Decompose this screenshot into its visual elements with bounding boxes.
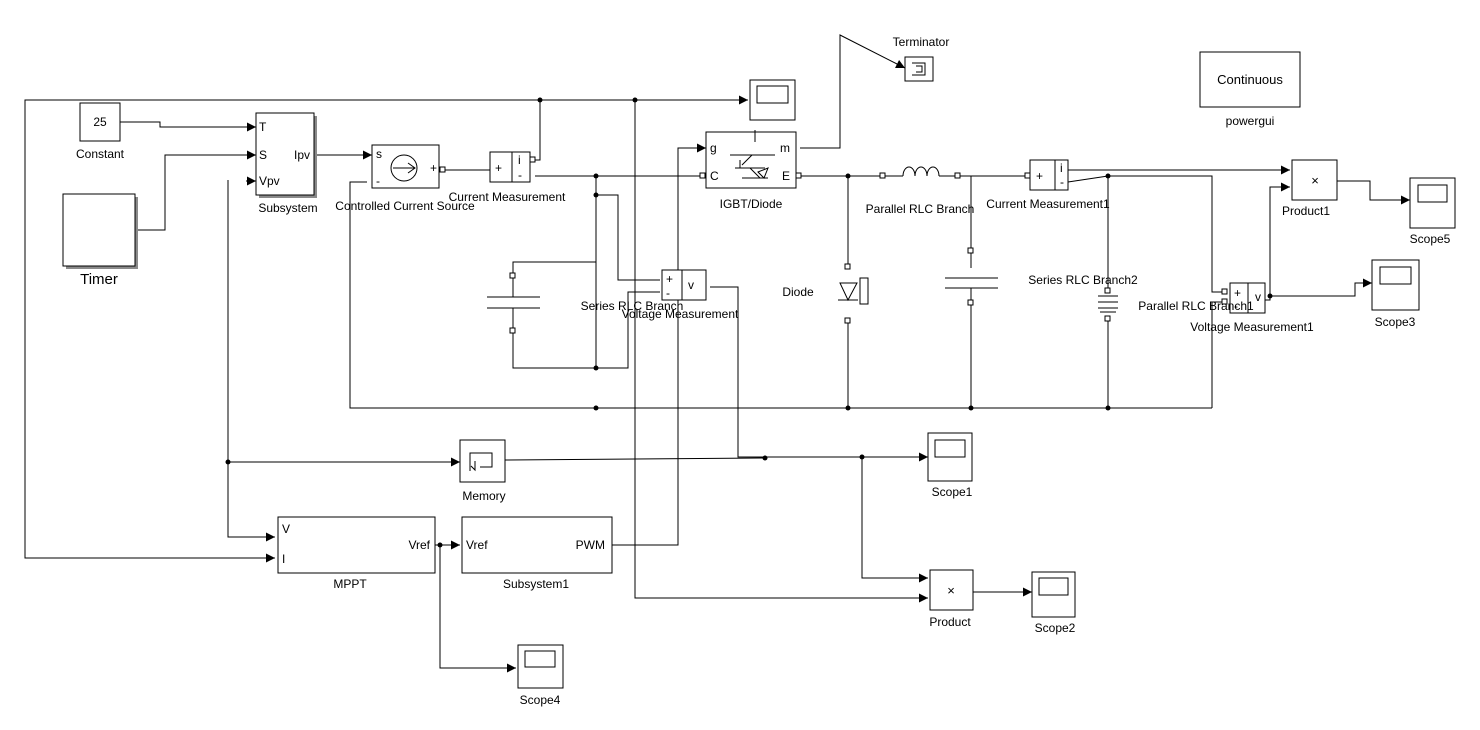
svg-text:T: T — [259, 120, 267, 134]
svg-text:Vpv: Vpv — [259, 174, 280, 188]
scope1-label: Scope1 — [932, 485, 973, 499]
product1-label: Product1 — [1282, 204, 1330, 218]
power-lines — [349, 169, 1225, 409]
voltage-measurement-label: Voltage Measurement — [622, 307, 739, 321]
svg-text:+: + — [666, 272, 673, 286]
scope3-block[interactable] — [1371, 259, 1420, 311]
mppt-block[interactable]: V I Vref — [277, 516, 436, 574]
series-rlc-branch2-block[interactable] — [1098, 287, 1118, 322]
current-measurement1-label: Current Measurement1 — [986, 197, 1110, 211]
scope2-label: Scope2 — [1035, 621, 1076, 635]
svg-text:×: × — [1311, 173, 1319, 188]
diode-label: Diode — [782, 285, 814, 299]
terminator-label: Terminator — [893, 35, 950, 49]
product-label: Product — [929, 615, 971, 629]
constant-block[interactable]: 25 — [79, 102, 121, 142]
series-rlc-branch-block[interactable] — [487, 272, 540, 334]
parallel-rlc-branch-label: Parallel RLC Branch — [866, 202, 975, 216]
scope1-block[interactable] — [927, 432, 973, 482]
svg-text:-: - — [666, 286, 670, 300]
svg-text:Ipv: Ipv — [294, 148, 310, 162]
svg-text:E: E — [782, 169, 790, 183]
voltage-measurement-block[interactable]: + - v — [661, 269, 707, 301]
timer-block[interactable] — [62, 193, 138, 269]
diode-block[interactable] — [838, 263, 869, 324]
voltage-measurement1-block[interactable]: + - v — [1221, 282, 1266, 314]
subsystem1-block[interactable]: Vref PWM — [461, 516, 613, 574]
memory-block[interactable] — [459, 439, 506, 483]
current-measurement-block[interactable]: + i - — [489, 151, 536, 183]
terminator-block[interactable] — [904, 56, 934, 82]
current-measurement1-block[interactable]: + i - — [1024, 159, 1069, 191]
powergui-label: powergui — [1226, 114, 1275, 128]
scope5-label: Scope5 — [1410, 232, 1451, 246]
svg-text:-: - — [1234, 299, 1238, 313]
svg-text:i: i — [518, 153, 521, 167]
svg-text:-: - — [376, 174, 380, 188]
svg-text:m: m — [780, 141, 790, 155]
svg-text:+: + — [1234, 286, 1241, 300]
capacitor-block[interactable] — [945, 247, 998, 306]
subsystem-block[interactable]: T S Vpv Ipv — [255, 112, 317, 198]
controlled-current-source-label: Controlled Current Source — [335, 199, 475, 213]
current-measurement-label: Current Measurement — [449, 190, 566, 204]
parallel-rlc-branch1-label: Parallel RLC Branch1 — [1138, 299, 1254, 313]
scope-top-block[interactable] — [749, 79, 796, 121]
svg-text:+: + — [495, 161, 502, 175]
svg-text:Continuous: Continuous — [1217, 72, 1283, 87]
junction-dots — [225, 97, 1273, 548]
svg-text:+: + — [1036, 169, 1043, 183]
signal-lines — [24, 34, 1410, 673]
igbt-diode-label: IGBT/Diode — [720, 197, 783, 211]
svg-text:25: 25 — [93, 115, 107, 129]
svg-text:-: - — [518, 168, 522, 182]
subsystem-label: Subsystem — [258, 201, 317, 215]
controlled-current-source-block[interactable]: s - + — [371, 144, 446, 189]
svg-text:V: V — [282, 522, 290, 536]
scope4-label: Scope4 — [520, 693, 561, 707]
svg-text:C: C — [710, 169, 719, 183]
svg-text:Vref: Vref — [408, 538, 430, 552]
constant-label: Constant — [76, 147, 125, 161]
svg-text:×: × — [947, 583, 955, 598]
svg-text:PWM: PWM — [576, 538, 605, 552]
scope5-block[interactable] — [1409, 177, 1456, 229]
scope4-block[interactable] — [517, 644, 564, 689]
mppt-label: MPPT — [333, 577, 367, 591]
scope3-label: Scope3 — [1375, 315, 1416, 329]
scope2-block[interactable] — [1031, 571, 1076, 618]
series-rlc-branch2-label: Series RLC Branch2 — [1028, 273, 1138, 287]
parallel-rlc-branch-block[interactable] — [879, 166, 961, 179]
series-rlc-branch-label: Series RLC Branch — [581, 299, 684, 313]
product1-block[interactable]: × — [1291, 159, 1338, 201]
svg-text:+: + — [430, 161, 437, 175]
svg-text:s: s — [376, 147, 382, 161]
svg-text:S: S — [259, 148, 267, 162]
igbt-diode-block[interactable]: g C m E — [699, 130, 802, 189]
svg-text:v: v — [1255, 290, 1261, 304]
product-block[interactable]: × — [929, 569, 974, 611]
svg-text:Vref: Vref — [466, 538, 488, 552]
svg-text:i: i — [1060, 161, 1063, 175]
svg-text:g: g — [710, 141, 717, 155]
timer-label: Timer — [80, 271, 118, 288]
svg-text:v: v — [688, 278, 694, 292]
powergui-block[interactable]: Continuous — [1199, 51, 1301, 108]
voltage-measurement1-label: Voltage Measurement1 — [1190, 320, 1314, 334]
subsystem1-label: Subsystem1 — [503, 577, 569, 591]
svg-text:I: I — [282, 552, 285, 566]
memory-label: Memory — [462, 489, 505, 503]
svg-text:-: - — [1060, 175, 1064, 189]
